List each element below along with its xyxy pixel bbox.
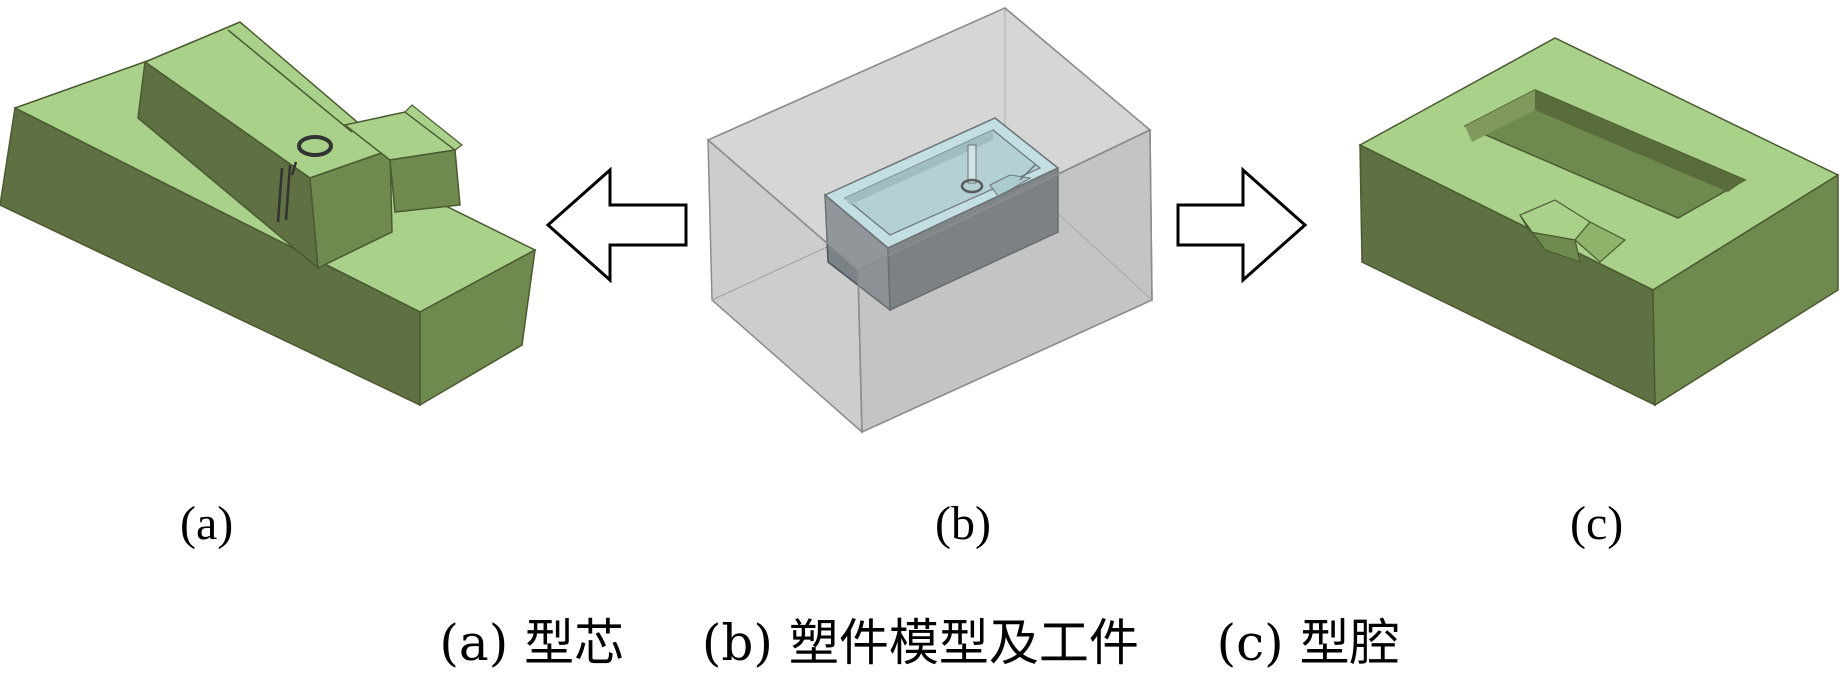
- panel-label-b: (b): [935, 497, 991, 550]
- core-base-front-side: [419, 248, 536, 407]
- panel-label-a: (a): [180, 497, 234, 550]
- core-model: [0, 21, 537, 407]
- caption-text-a: 型芯: [524, 614, 625, 672]
- core-raised-front-side: [309, 148, 393, 270]
- cavity-model: [1358, 37, 1839, 407]
- arrow-right-icon: [1176, 166, 1308, 284]
- panel-label-c: (c): [1570, 497, 1624, 550]
- caption-marker-b: (b): [701, 614, 773, 672]
- caption-marker-c: (c): [1216, 614, 1284, 672]
- caption-text-c: 型腔: [1299, 614, 1400, 672]
- workpiece-model: [706, 6, 1153, 434]
- figure-caption: (a) 型芯 (b) 塑件模型及工件 (c) 型腔: [0, 618, 1839, 668]
- core-step-side: [389, 149, 461, 213]
- core-pin-ring: [297, 135, 333, 157]
- cavity-front-side: [1652, 173, 1839, 407]
- caption-marker-a: (a): [439, 614, 509, 672]
- caption-text-b: 塑件模型及工件: [788, 614, 1139, 672]
- arrow-left-icon: [545, 166, 688, 284]
